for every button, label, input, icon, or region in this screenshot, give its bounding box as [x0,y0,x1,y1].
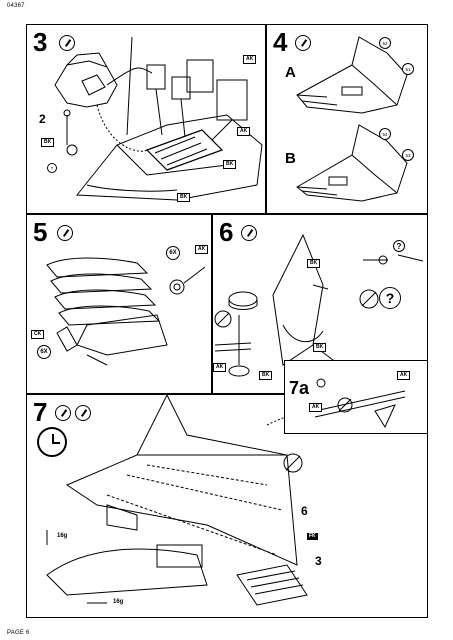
step-5-drawing [46,257,206,366]
color-tag: AK [309,403,323,412]
color-tag: AK [237,127,251,136]
paint-icon [75,405,91,421]
document-code: 04367 [7,3,25,9]
glue-icon [55,405,71,421]
color-tag: FK [307,533,318,540]
part-circle-7: 7 [47,163,57,173]
step-number: 5 [33,217,48,247]
step-number: 7a [289,378,310,398]
color-tag: AK [397,371,411,380]
color-tag: BK [177,193,191,202]
color-tag: BK [307,259,321,268]
color-tag: BK [259,371,273,380]
part-circle: 51 [402,63,414,75]
clock-icon [37,427,67,457]
step-number: 4 [273,27,288,57]
weight-label: 16g [57,533,68,539]
step-5-panel: 5 6X 6X AK CK [26,214,212,394]
quantity-badge: 6X [37,345,51,359]
color-tag: BK [223,160,237,169]
weight-label: 16g [113,599,124,605]
variant-a-label: A [285,64,296,81]
part-circle: 54 [379,128,391,140]
quantity-badge: 6X [166,246,180,260]
color-tag: BK [41,138,55,147]
color-tag: AK [213,363,227,372]
step-7a-panel: 7a AK AK [284,360,428,434]
color-tag: CK [31,330,45,339]
step-4-panel: 4 A B 52 51 54 53 [266,24,428,214]
variant-b-label: B [285,150,296,167]
page-label: PAGE 6 [7,630,30,636]
part-circle: 53 [402,149,414,161]
color-tag: AK [243,55,257,64]
color-tag: AK [195,245,209,254]
part-ref-6: 6 [301,504,308,518]
glue-icon [59,35,75,51]
part-ref-3: 3 [315,554,322,568]
step-number: 7 [33,397,48,427]
step-number: 3 [33,27,48,57]
part-circle: 52 [379,37,391,49]
question-icon: ? [379,287,401,309]
step-number: 6 [219,217,234,247]
glue-icon [295,35,311,51]
glue-icon [241,225,257,241]
color-tag: BK [313,343,327,352]
question-icon: ? [393,240,405,252]
step-3-drawing [54,36,263,201]
step-3-panel: 3 [26,24,266,214]
step-4-drawing [296,36,408,202]
step-7a-drawing [314,378,406,429]
glue-icon [57,225,73,241]
part-ref-2: 2 [39,112,46,126]
